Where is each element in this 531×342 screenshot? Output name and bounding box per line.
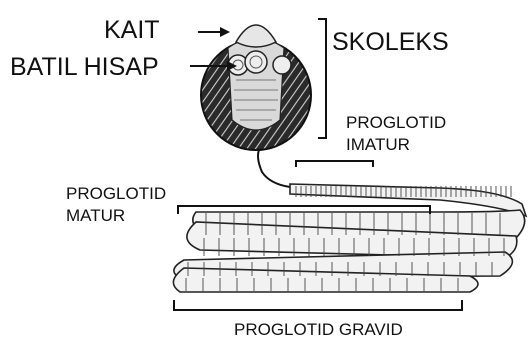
- label-kait: KAIT: [104, 16, 160, 44]
- sucker-right: [273, 56, 291, 74]
- label-proglotid-imatur-1: PROGLOTID: [346, 113, 446, 132]
- label-proglotid-gravid: PROGLOTID GRAVID: [234, 320, 403, 339]
- proglotid-gravid-bracket: [174, 300, 462, 310]
- label-skoleks: SKOLEKS: [332, 28, 449, 56]
- strobila-mature-gravid: [173, 210, 524, 292]
- proglotid-imatur-bracket: [296, 161, 373, 167]
- label-batil-hisap: BATIL HISAP: [10, 53, 159, 81]
- sucker-center: [245, 51, 267, 73]
- label-proglotid-matur-1: PROGLOTID: [66, 184, 166, 203]
- label-proglotid-imatur-2: IMATUR: [346, 135, 410, 154]
- label-proglotid-matur-2: MATUR: [66, 206, 125, 225]
- scolex: [201, 25, 311, 150]
- skoleks-bracket: [318, 19, 326, 138]
- hooks-rostellum: [236, 25, 276, 47]
